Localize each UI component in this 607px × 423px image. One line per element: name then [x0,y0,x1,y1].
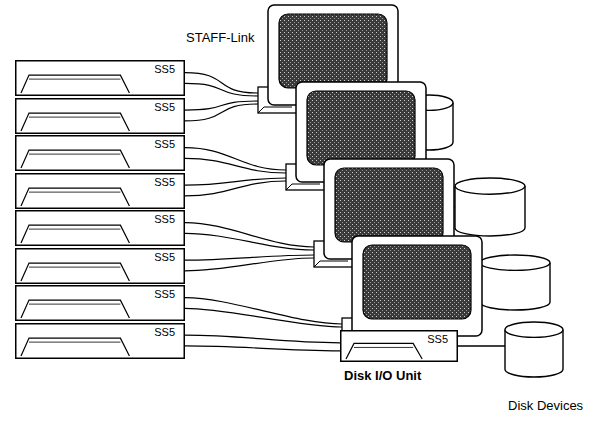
base-edge [314,261,348,267]
unit-front [21,338,129,356]
unit-case [16,211,185,246]
unit-label: SS5 [154,101,175,113]
monitor-screen [307,91,415,165]
unit-front [21,188,129,206]
ss5-unit: SS5 [15,173,185,209]
unit-case [16,136,185,171]
unit-slot [29,116,120,117]
unit-slot [29,229,120,230]
unit-label: SS5 [154,251,175,263]
unit-front [21,75,129,93]
unit-front [21,225,129,243]
unit-front [21,300,129,318]
disk-top [505,322,563,337]
unit-label: SS5 [154,213,175,225]
unit-label: SS5 [154,326,175,338]
monitor-screen [363,245,471,319]
base-edge [286,184,320,190]
unit-case [16,61,185,96]
staff-link-wire [185,83,258,96]
disk-cable [456,345,505,346]
unit-label: SS5 [154,138,175,150]
disk-top [480,255,550,270]
cable-wire [185,346,340,351]
monitor-screen [335,168,443,242]
staff-link-wire [185,308,342,327]
unit-front [21,150,129,168]
unit-case [16,98,185,133]
disk-io-unit: SS5Disk I/O Unit [340,330,458,362]
unit-case [16,323,185,358]
disk-top [455,178,525,194]
ss5-unit: SS5 [15,135,185,171]
staff-link-wire [185,298,342,324]
workstation [342,236,482,344]
unit-front [21,263,129,281]
staff-link-wire [185,233,314,250]
unit-slot [29,191,120,192]
unit-label: SS5 [154,288,175,300]
staff-link-wire [185,158,286,173]
unit-front [21,113,129,131]
unit-label: SS5 [154,176,175,188]
ss5-unit: SS5 [15,248,185,284]
staff-link-wire [185,258,314,271]
unit-front [346,343,422,359]
monitor-case [352,236,482,336]
ss5-unit: SS5 [15,60,185,96]
unit-slot [29,79,120,80]
unit-slot [29,266,120,267]
disk-device [480,255,550,310]
ss5-unit: SS5 [15,285,185,321]
unit-slot [354,347,413,348]
staff-link-cable [185,335,340,351]
device-label: Disk Devices [508,398,583,413]
disk-device [455,178,525,236]
unit-case [16,173,185,208]
unit-slot [29,341,120,342]
staff-link-wire [185,101,258,110]
ss5-unit: SS5 [15,210,185,246]
unit-slot [29,154,120,155]
unit-label: SS5 [427,333,448,345]
unit-case [16,248,185,283]
disk-device [505,322,563,377]
unit-case [341,331,458,362]
staff-link-wire [185,181,286,196]
unit-case [16,286,185,321]
staff-link-wire [185,104,258,121]
ss5-unit: SS5 [15,323,185,359]
link-label: STAFF-Link [186,30,254,45]
unit-caption: Disk I/O Unit [344,368,421,383]
unit-label: SS5 [154,63,175,75]
monitor-screen [279,14,387,88]
cable-wire [185,335,340,343]
ss5-unit: SS5 [15,98,185,134]
unit-slot [29,304,120,305]
base-edge [258,107,292,113]
